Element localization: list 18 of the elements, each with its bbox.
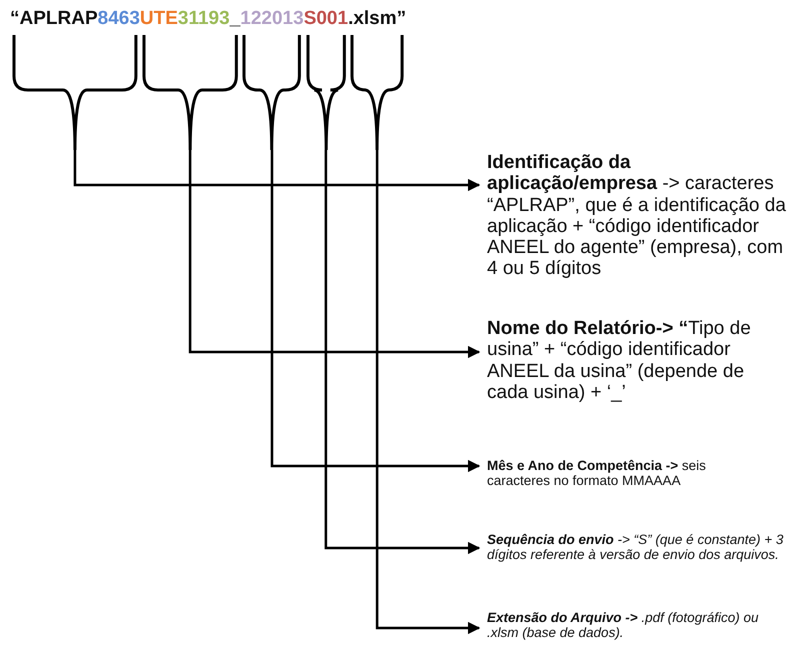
file-name-part: _ (230, 8, 240, 29)
file-name-part: 122013 (240, 8, 304, 29)
file-name-part: S001 (304, 8, 348, 29)
file-name-part: 8463 (98, 8, 140, 29)
file-name-part: .xlsm” (348, 8, 406, 29)
description-text: Nome do Relatório-> “Tipo de usina” + “código identificador ANEEL da usina” (depende de cada usina) + ‘_’ (487, 318, 752, 404)
description-text: Mês e Ano de Competência -> seis caracteres no formato MMAAAA (487, 458, 707, 488)
arrow (270, 150, 480, 472)
file-name-part: UTE (140, 8, 178, 29)
description-text: Extensão do Arquivo -> .pdf (fotográfico) ou .xlsm (base de dados). (487, 610, 760, 640)
arrow (376, 150, 480, 634)
arrow (74, 150, 480, 192)
description-text: Identificação da aplicação/empresa -> caracteres “APLRAP”, que é a identificação da aplicação + “código identificador ANEEL do agente” (empresa), com 4 ou 5 dígitos (487, 152, 787, 280)
arrow (188, 150, 480, 358)
file-name-part: 31193 (178, 8, 230, 29)
file-name-part: “APLRAP (10, 8, 98, 29)
arrow (324, 150, 480, 554)
description-text: Sequência do envio -> “S” (que é constante) + 3 dígitos referente à versão de envio dos arquivos. (487, 532, 784, 562)
